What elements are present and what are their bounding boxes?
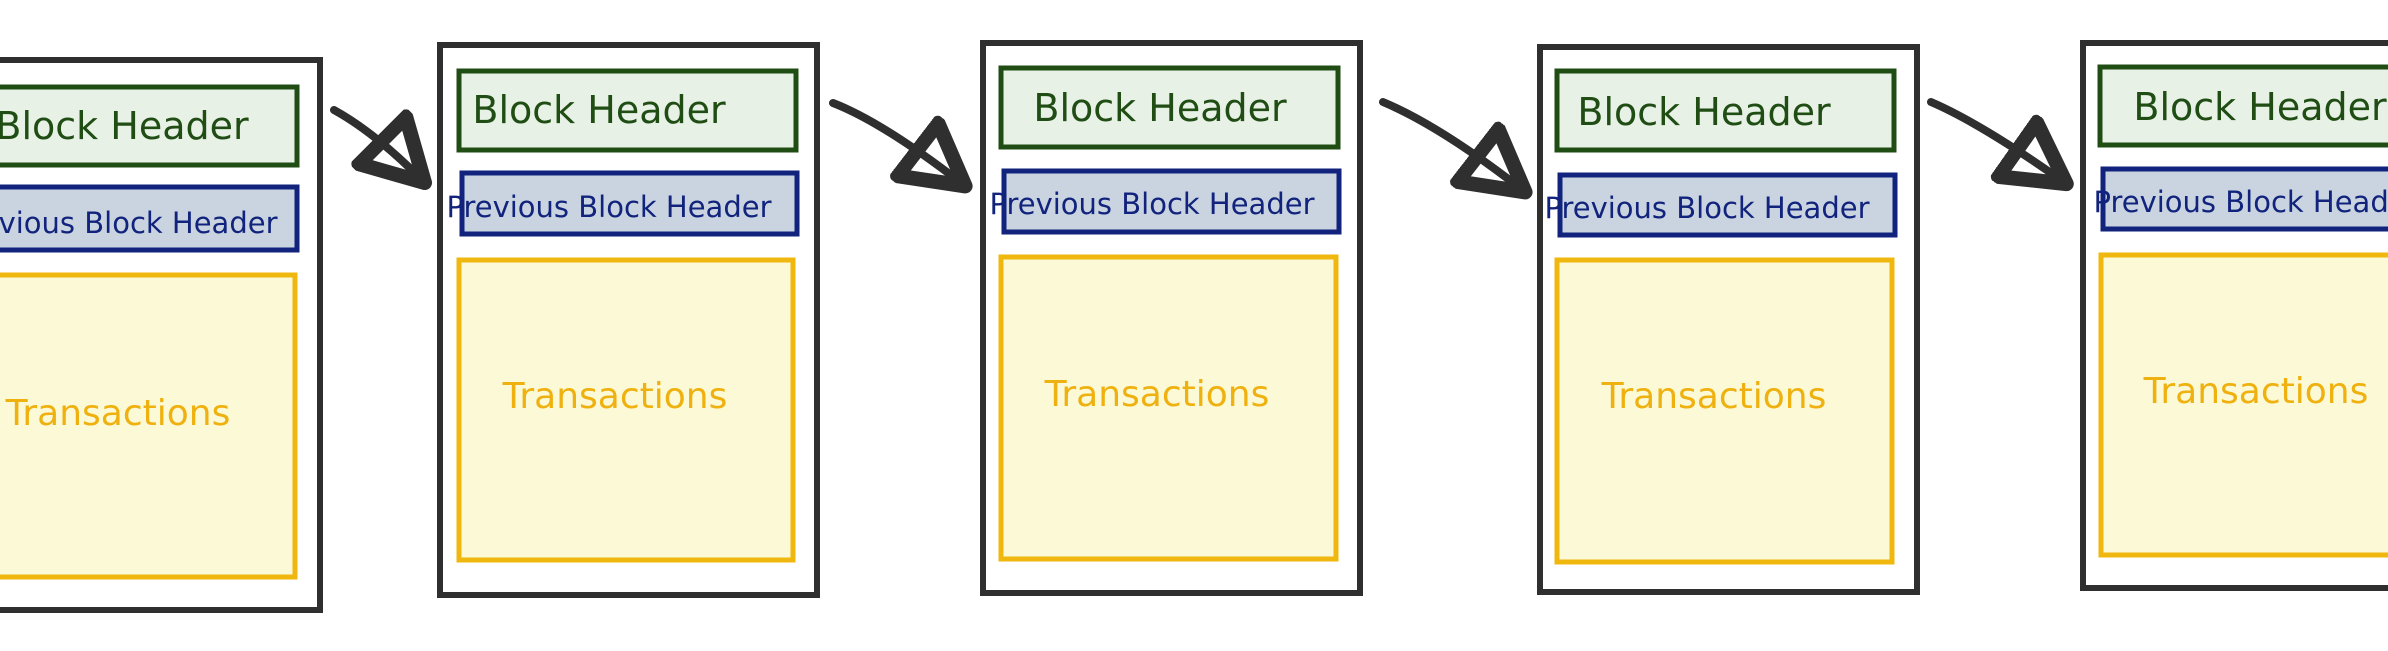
previous-block-header-box <box>459 170 800 237</box>
block-header-label: Block Header <box>0 104 249 148</box>
block-header-box <box>0 84 300 168</box>
block-header-box <box>2097 64 2388 148</box>
previous-block-header-box <box>0 184 300 253</box>
block-outline <box>1537 44 1920 595</box>
arrow-0-to-1 <box>330 106 420 178</box>
transactions-label: Transactions <box>502 376 728 417</box>
transactions-label: Transactions <box>5 393 231 434</box>
transactions-box <box>1554 257 1895 565</box>
block-header-label: Block Header <box>1577 90 1831 134</box>
transactions-label: Transactions <box>1601 376 1827 417</box>
transactions-label: Transactions <box>2143 371 2369 412</box>
previous-block-header-label: Previous Block Header <box>989 187 1314 221</box>
previous-block-header-label: Previous Block Header <box>1544 191 1869 225</box>
transactions-label: Transactions <box>1044 374 1270 415</box>
block-3: Block Header Previous Block Header Trans… <box>1537 44 1920 595</box>
previous-block-header-box <box>2100 166 2388 232</box>
block-4: Block Header Previous Block Header Trans… <box>2080 40 2388 591</box>
arrow-1-to-2 <box>829 99 960 182</box>
arrow-2-to-3 <box>1379 98 1520 188</box>
block-outline <box>2080 40 2388 591</box>
transactions-box <box>2098 252 2388 558</box>
block-header-label: Block Header <box>2133 85 2387 129</box>
block-header-box <box>998 65 1341 150</box>
block-outline <box>980 40 1363 596</box>
arrow-3-to-4 <box>1927 98 2061 180</box>
block-header-label: Block Header <box>472 88 726 132</box>
transactions-box <box>0 272 298 580</box>
transactions-box <box>456 257 796 563</box>
transactions-box <box>998 254 1339 562</box>
previous-block-header-box <box>1001 168 1342 235</box>
previous-block-header-label: Previous Block Header <box>446 190 771 224</box>
block-header-box <box>1554 68 1897 153</box>
block-header-box <box>456 68 799 153</box>
block-1: Block Header Previous Block Header Trans… <box>437 42 820 598</box>
previous-block-header-box <box>1557 172 1898 238</box>
block-outline <box>437 42 820 598</box>
block-outline <box>0 57 323 613</box>
arrows-group <box>330 98 2061 188</box>
block-header-label: Block Header <box>1033 86 1287 130</box>
previous-block-header-label: Previous Block Header <box>2093 185 2388 219</box>
previous-block-header-label: Previous Block Header <box>0 206 278 240</box>
block-0: Block Header Previous Block Header Trans… <box>0 57 323 613</box>
block-2: Block Header Previous Block Header Trans… <box>980 40 1363 596</box>
